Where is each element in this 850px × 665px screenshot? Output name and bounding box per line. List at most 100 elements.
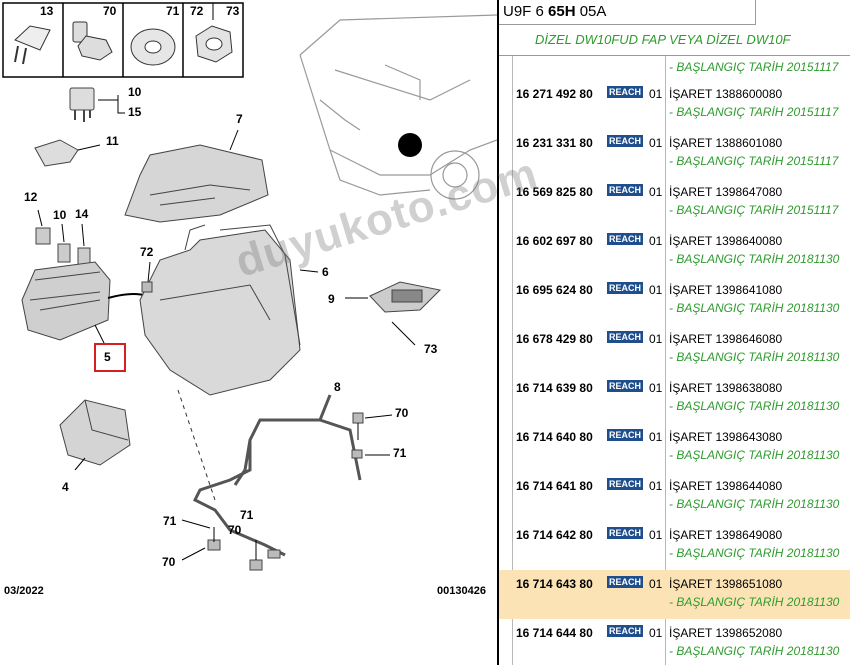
part-number[interactable]: 16 602 697 80 [516,234,593,248]
quantity: 01 [649,136,663,150]
quantity: 01 [649,283,663,297]
part-number[interactable]: 16 678 429 80 [516,332,593,346]
callout-label[interactable]: 10 [53,208,67,222]
part-number[interactable]: 16 695 624 80 [516,283,593,297]
part-number[interactable]: 16 714 640 80 [516,430,593,444]
reach-badge: REACH [607,478,643,490]
part-number[interactable]: 16 714 641 80 [516,479,593,493]
column-divider [512,56,513,665]
start-date-note: - BAŞLANGIÇ TARİH 20181130 [669,350,840,364]
callout-label-selected[interactable]: 5 [104,350,111,364]
reach-badge: REACH [607,527,643,539]
code-prefix: U9F 6 [503,3,549,20]
diagram-date: 03/2022 [4,585,44,597]
location-marker-icon [398,133,422,157]
part-number[interactable]: 16 231 331 80 [516,136,593,150]
reach-badge: REACH [607,184,643,196]
callout-label[interactable]: 9 [328,292,335,306]
bolt-thumb-icon [72,21,113,61]
part-number[interactable]: 16 714 639 80 [516,381,593,395]
connector-icon [34,139,101,167]
bracket-icon [192,394,362,557]
marking-code: İŞARET 1398641080 [669,283,783,297]
marking-code: İŞARET 1398649080 [669,528,783,542]
start-date-note: - BAŞLANGIÇ TARİH 20181130 [669,252,840,266]
start-date-note: - BAŞLANGIÇ TARİH 20181130 [669,595,840,609]
callout-label[interactable]: 11 [106,134,119,148]
callout-label[interactable]: 10 [128,85,142,99]
callout-label[interactable]: 7 [236,112,243,126]
thumb-label-13: 13 [40,4,54,18]
start-date-note: - BAŞLANGIÇ TARİH 20181130 [669,644,840,658]
diagram-id: 00130426 [437,585,486,597]
callout-label[interactable]: 15 [128,105,142,119]
marking-code: İŞARET 1398644080 [669,479,783,493]
reach-badge: REACH [607,86,643,98]
part-number[interactable]: 16 714 644 80 [516,626,593,640]
module-9-icon [345,281,442,346]
first-row-note: - BAŞLANGIÇ TARİH 20151117 [669,60,839,74]
nut-thumb-icon [195,25,233,63]
marking-code: İŞARET 1398638080 [669,381,783,395]
marking-code: İŞARET 1398651080 [669,577,783,591]
callout-label[interactable]: 70 [162,555,176,569]
thumb-label-72: 72 [190,4,204,18]
part-number[interactable]: 16 271 492 80 [516,87,593,101]
panel-divider [497,0,499,665]
callout-label[interactable]: 71 [163,514,177,528]
callout-label[interactable]: 4 [62,480,69,494]
callout-label[interactable]: 71 [240,508,254,522]
callout-label[interactable]: 70 [228,523,242,537]
callout-label[interactable]: 14 [75,207,89,221]
quantity: 01 [649,528,663,542]
callout-label[interactable]: 12 [24,190,38,204]
quantity: 01 [649,430,663,444]
callout-label[interactable]: 71 [393,446,407,460]
part-number[interactable]: 16 714 642 80 [516,528,593,542]
fusebox-cover-icon [124,144,269,223]
washer-thumb-icon [130,28,176,66]
reach-badge: REACH [607,380,643,392]
part-number[interactable]: 16 714 643 80 [516,577,593,591]
start-date-note: - BAŞLANGIÇ TARİH 20151117 [669,203,839,217]
callout-label[interactable]: 8 [334,380,341,394]
reach-badge: REACH [607,331,643,343]
fuse-thumb-icon [14,25,51,65]
quantity: 01 [649,87,663,101]
quantity: 01 [649,234,663,248]
reach-badge: REACH [607,282,643,294]
part-row[interactable]: 16 695 624 80 REACH 01 İŞARET 1398641080 - B… [499,276,850,325]
reach-badge: REACH [607,625,643,637]
start-date-note: - BAŞLANGIÇ TARİH 20181130 [669,301,840,315]
marking-code: İŞARET 1398643080 [669,430,783,444]
callout-label[interactable]: 73 [424,342,438,356]
marking-code: İŞARET 1398647080 [669,185,783,199]
relay-icon [69,87,95,122]
start-date-note: - BAŞLANGIÇ TARİH 20181130 [669,497,840,511]
parts-list-panel: U9F 6 65H 05A DİZEL DW10FUD FAP VEYA DİZ… [499,0,850,665]
selected-callout-box [94,343,126,372]
quantity: 01 [649,626,663,640]
thumb-label-73: 73 [226,4,240,18]
part-number[interactable]: 16 569 825 80 [516,185,593,199]
quantity: 01 [649,381,663,395]
reach-badge: REACH [607,135,643,147]
marking-code: İŞARET 1388601080 [669,136,783,150]
callout-label[interactable]: 72 [140,245,154,259]
callout-label[interactable]: 6 [322,265,329,279]
column-divider [665,56,666,665]
callout-label[interactable]: 70 [395,406,409,420]
fusebox-icon [21,261,151,346]
reach-badge: REACH [607,576,643,588]
